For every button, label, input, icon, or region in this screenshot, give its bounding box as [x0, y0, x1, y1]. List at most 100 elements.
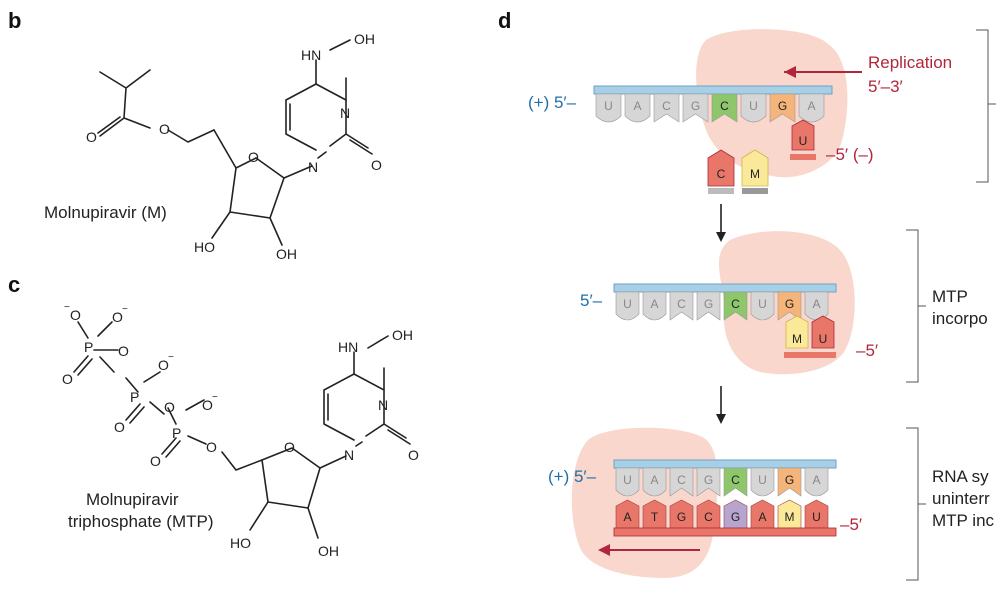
atom-p1: P	[84, 339, 93, 355]
new-base-2-m: M	[792, 332, 802, 346]
mtp-structure: HN OH N N O O HO OH P P P O − O − O O O …	[62, 302, 419, 559]
new-strand-base-letter: U	[812, 510, 821, 524]
step2-side-line2: incorpo	[932, 309, 988, 328]
atom-o-ring-b: O	[248, 149, 259, 165]
charge-p1-b: −	[122, 304, 128, 315]
template-base-letter: A	[807, 99, 815, 113]
new-bases-2: M U	[784, 315, 836, 358]
step1-bracket	[976, 29, 996, 183]
template-base	[642, 467, 667, 497]
atom-oh2-c: OH	[318, 543, 339, 559]
atom-o-p1-right: O	[112, 309, 123, 325]
step-arrow-2	[716, 386, 726, 424]
step3-bracket	[906, 427, 926, 581]
step1-product-label: –5′ (–)	[826, 145, 874, 164]
panel-letter-d: d	[498, 8, 511, 33]
new-strand-base-letter: T	[651, 510, 659, 524]
step2-side-line1: MTP	[932, 287, 968, 306]
template-base-letter: A	[812, 473, 820, 487]
new-base-1: U	[790, 119, 816, 160]
template-base	[777, 467, 802, 497]
template-base	[642, 291, 667, 321]
atom-o-carbonyl2-b: O	[86, 129, 97, 145]
template-base-letter: A	[650, 297, 658, 311]
template-base	[769, 93, 796, 123]
molnupiravir-name: Molnupiravir (M)	[44, 203, 167, 222]
new-base-2-u: U	[819, 332, 828, 346]
template-base-letter: C	[720, 99, 729, 113]
step3-side-line3: MTP inc	[932, 511, 995, 530]
polymerase-blob-3	[571, 427, 718, 578]
template-base	[595, 93, 622, 123]
template-base	[653, 93, 680, 123]
template-base	[711, 93, 738, 123]
template-base-letter: C	[677, 297, 686, 311]
atom-hn-b: HN	[301, 47, 321, 63]
atom-o-carbonyl-b: O	[371, 157, 382, 173]
step-arrow-1	[716, 204, 726, 242]
atom-o-p3-dbl: O	[150, 453, 161, 469]
atom-o-bridge1: O	[118, 343, 129, 359]
free-nucleotide-m: M	[741, 149, 769, 194]
panel-c: c HN OH N N O O HO OH P P P	[8, 272, 419, 559]
atom-oh-b: OH	[354, 31, 375, 47]
atom-oh2-b: OH	[276, 246, 297, 262]
template-base-letter: C	[731, 473, 740, 487]
replication-label-line1: Replication	[868, 53, 952, 72]
free-nucleotide-c: C	[707, 149, 735, 194]
template-base-letter: G	[704, 297, 713, 311]
replication-label-line2: 5′–3′	[868, 77, 903, 96]
atom-oh-c: OH	[392, 327, 413, 343]
template-base	[669, 291, 694, 321]
charge-p3: −	[212, 392, 218, 403]
atom-o-p1-dbl: O	[62, 371, 73, 387]
panel-letter-c: c	[8, 272, 20, 297]
atom-o-bridge2: O	[164, 399, 175, 415]
atom-p2: P	[130, 389, 139, 405]
template-base-letter: A	[650, 473, 658, 487]
template-base-letter: A	[812, 297, 820, 311]
template-base-letter: G	[778, 99, 787, 113]
template-strand-2	[613, 283, 837, 293]
step2-product-label: –5′	[856, 341, 878, 360]
template-base	[624, 93, 651, 123]
atom-o-p2-right: O	[158, 357, 169, 373]
template-base	[798, 93, 825, 123]
atom-o-p3-right: O	[202, 397, 213, 413]
template-base	[740, 93, 767, 123]
template-base	[723, 467, 748, 497]
atom-p3: P	[172, 425, 181, 441]
template-base	[682, 93, 709, 123]
new-strand-base-letter: C	[704, 510, 713, 524]
new-strand-base-letter: G	[731, 510, 740, 524]
new-strand-base-letter: G	[677, 510, 686, 524]
atom-ho-b: HO	[194, 239, 215, 255]
template-base	[750, 291, 775, 321]
atom-n-c: N	[378, 397, 388, 413]
atom-o-p1-top: O	[70, 307, 81, 323]
template-base-letter: C	[731, 297, 740, 311]
template-base-letter: G	[691, 99, 700, 113]
template-base	[723, 291, 748, 321]
template-base	[615, 291, 640, 321]
template-base	[804, 467, 829, 497]
template-base-letter: G	[785, 473, 794, 487]
template-strand-1	[593, 85, 833, 95]
template-base-letter: G	[785, 297, 794, 311]
template-base	[696, 291, 721, 321]
template-base-letter: A	[633, 99, 641, 113]
template-base-letter: U	[758, 297, 767, 311]
template-base-letter: U	[749, 99, 758, 113]
mtp-name-line2: triphosphate (MTP)	[68, 512, 214, 531]
step3-side-line1: RNA sy	[932, 467, 989, 486]
product-strand-3	[613, 527, 837, 537]
step1-template-label: (+) 5′–	[528, 93, 577, 112]
template-base-letter: C	[677, 473, 686, 487]
step2-bracket	[906, 229, 926, 383]
